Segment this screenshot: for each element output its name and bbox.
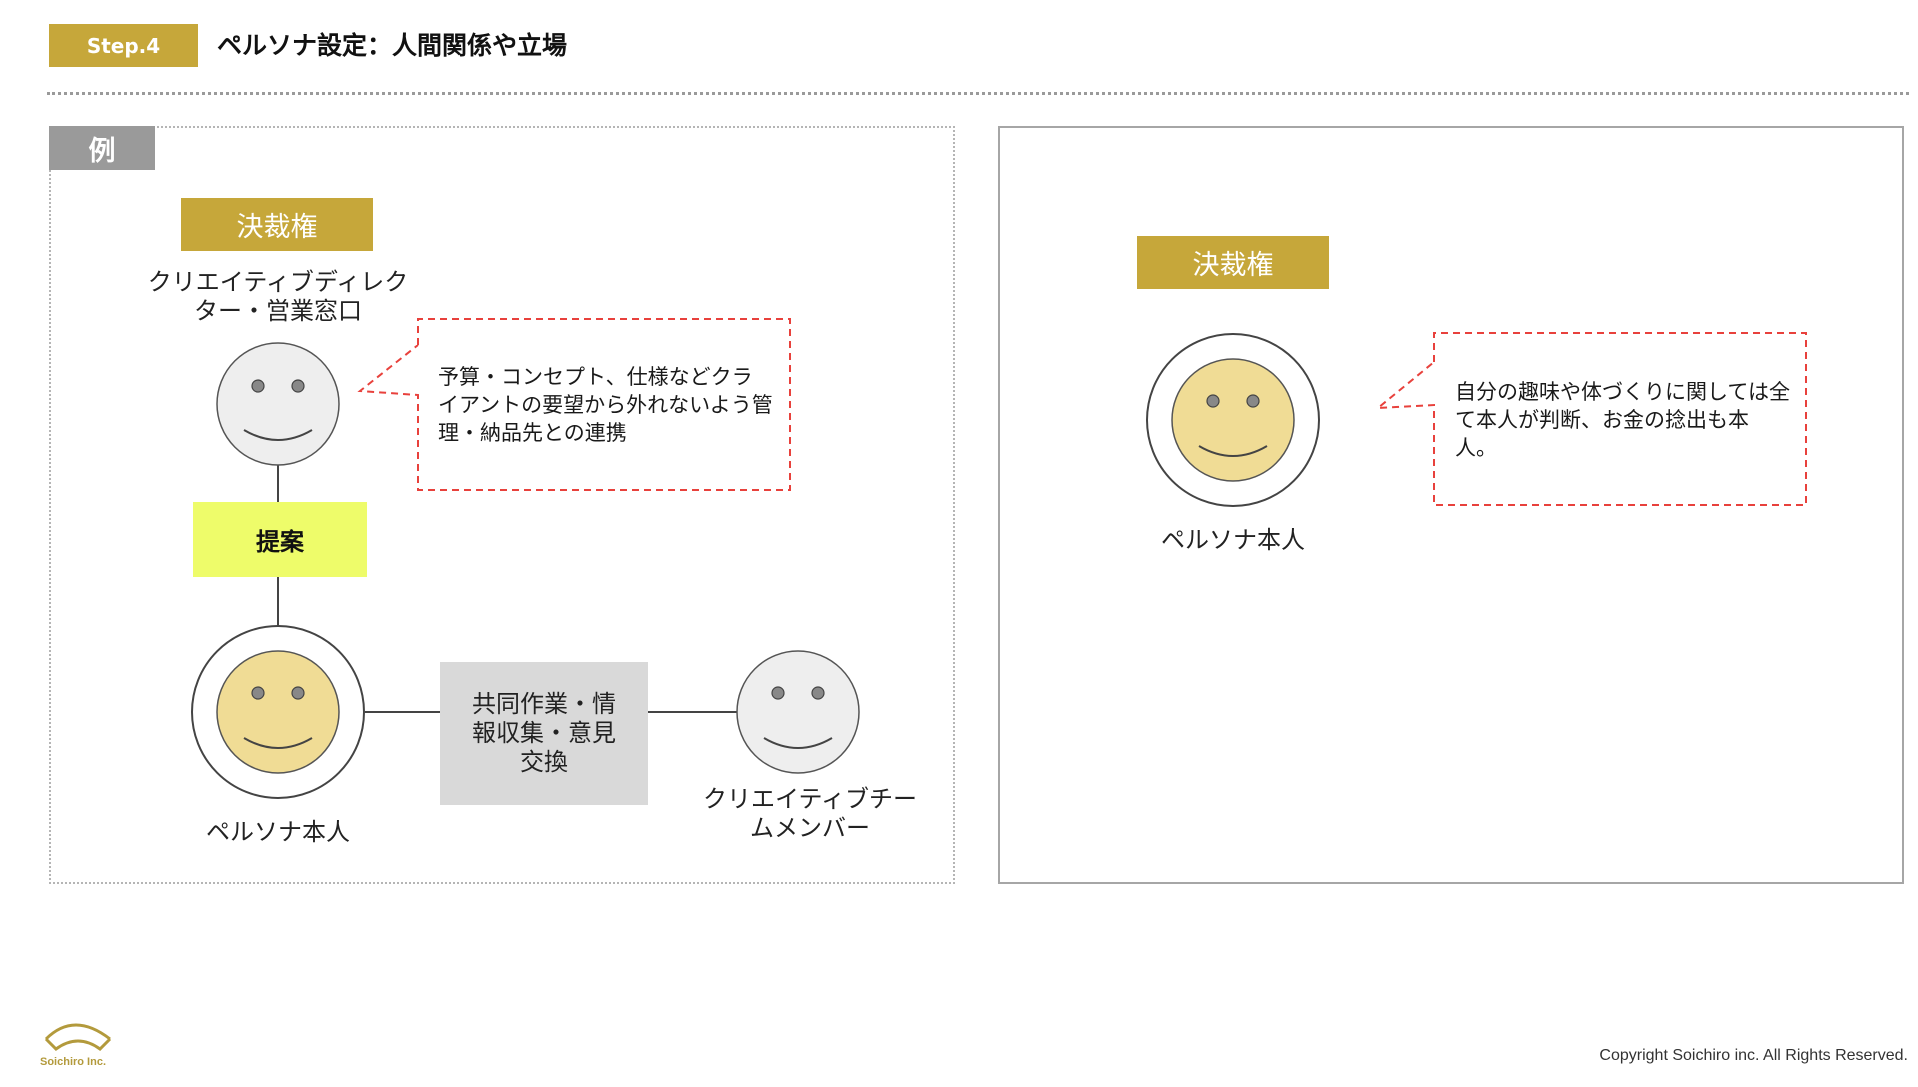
copyright-text: Copyright Soichiro inc. All Rights Reser…	[1599, 1047, 1908, 1064]
smiley-team-member-icon	[736, 650, 860, 774]
persona-label: ペルソナ本人	[206, 818, 350, 846]
persona-panel	[998, 126, 1904, 884]
persona-self-label: ペルソナ本人	[1161, 526, 1305, 554]
header-divider	[47, 92, 1909, 95]
director-note: 予算・コンセプト、仕様などクライアントの要望から外れないよう管理・納品先との連携	[438, 365, 773, 445]
smiley-persona-icon	[191, 625, 365, 799]
collaboration-box: 共同作業・情報収集・意見交換	[440, 662, 648, 805]
callout-persona-self	[1375, 332, 1807, 506]
smiley-persona-self-icon	[1146, 333, 1320, 507]
proposal-box: 提案	[193, 502, 367, 577]
authority-tag-self: 決裁権	[1137, 236, 1329, 289]
page-title: ペルソナ設定：人間関係や立場	[217, 31, 568, 60]
persona-self-note: 自分の趣味や体づくりに関しては全て本人が判断、お金の捻出も本人。	[1455, 380, 1790, 460]
smiley-director-icon	[216, 342, 340, 466]
callout-director	[357, 318, 791, 491]
step-badge: Step.4	[49, 24, 198, 67]
authority-tag: 決裁権	[181, 198, 373, 251]
company-logo-icon	[44, 1023, 112, 1051]
company-logo-text: Soichiro Inc.	[40, 1056, 107, 1068]
team-member-label: クリエイティブチームメンバー	[702, 785, 918, 842]
example-panel	[49, 126, 955, 884]
example-tag: 例	[49, 126, 155, 170]
director-label: クリエイティブディレクター・営業窓口	[147, 268, 409, 325]
